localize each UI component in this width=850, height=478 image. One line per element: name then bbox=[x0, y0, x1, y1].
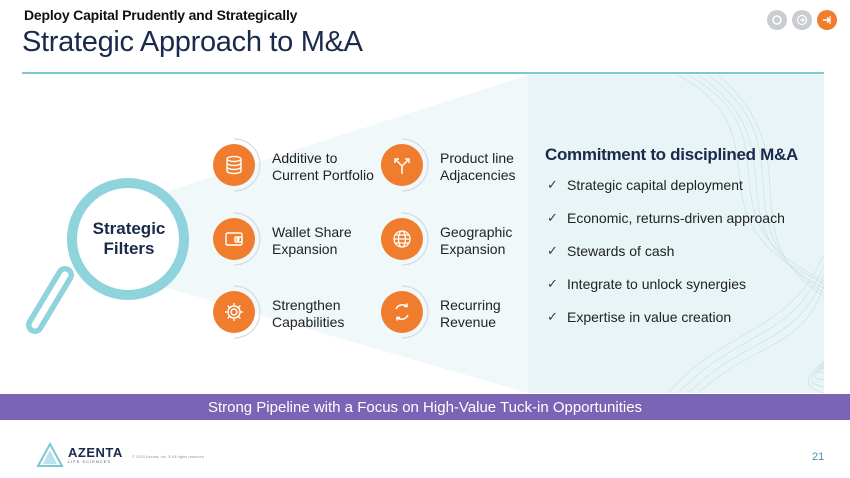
filter-wallet bbox=[213, 212, 261, 266]
forward-icon[interactable] bbox=[792, 10, 812, 30]
filter-recurring bbox=[381, 285, 429, 339]
check-icon: ✓ bbox=[547, 210, 558, 225]
exit-icon[interactable] bbox=[817, 10, 837, 30]
list-item: ✓Strategic capital deployment bbox=[547, 177, 743, 193]
filter-additive bbox=[213, 138, 261, 192]
list-item: ✓Economic, returns-driven approach bbox=[547, 210, 785, 226]
filter-product-line bbox=[381, 138, 429, 192]
gear-icon bbox=[213, 291, 255, 333]
copyright: © 2025 Azenta, Inc. ® All rights reserve… bbox=[132, 454, 204, 459]
check-icon: ✓ bbox=[547, 309, 558, 324]
database-icon bbox=[213, 144, 255, 186]
home-icon[interactable] bbox=[767, 10, 787, 30]
page-number: 21 bbox=[812, 451, 825, 463]
magnifier-icon bbox=[26, 178, 189, 334]
commitment-panel bbox=[528, 75, 824, 393]
split-arrow-icon bbox=[381, 144, 423, 186]
page-subtitle: Deploy Capital Prudently and Strategical… bbox=[24, 7, 298, 23]
list-item: ✓Integrate to unlock synergies bbox=[547, 276, 746, 292]
pipeline-banner: Strong Pipeline with a Focus on High-Val… bbox=[0, 394, 850, 420]
azenta-logo-icon bbox=[36, 442, 64, 467]
check-icon: ✓ bbox=[547, 243, 558, 258]
list-item: ✓Expertise in value creation bbox=[547, 309, 732, 325]
company-logo-sub: LIFE SCIENCES bbox=[68, 459, 112, 464]
filter-geographic bbox=[381, 212, 429, 266]
recurring-icon bbox=[381, 291, 423, 333]
strategic-filters-label: Strategic Filters bbox=[92, 219, 166, 258]
wallet-icon bbox=[213, 218, 255, 260]
title-divider bbox=[22, 72, 824, 74]
check-icon: ✓ bbox=[547, 276, 558, 291]
check-icon: ✓ bbox=[547, 177, 558, 192]
company-logo: AZENTA bbox=[68, 445, 123, 460]
filter-strengthen bbox=[213, 285, 261, 339]
wave-decoration bbox=[667, 75, 824, 393]
page-title: Strategic Approach to M&A bbox=[22, 26, 363, 58]
globe-icon bbox=[381, 218, 423, 260]
list-item: ✓Stewards of cash bbox=[547, 243, 675, 259]
commitment-heading: Commitment to disciplined M&A bbox=[545, 145, 798, 164]
